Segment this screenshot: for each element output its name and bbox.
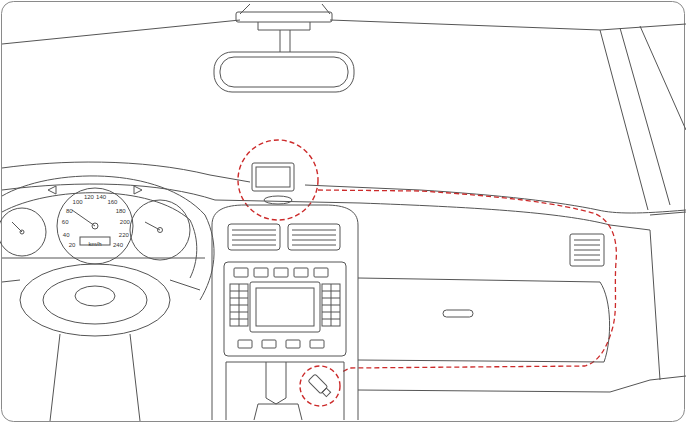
gear-lever — [266, 362, 286, 404]
button — [234, 268, 248, 277]
mirror-stem — [258, 22, 310, 52]
charger-highlight — [300, 366, 340, 406]
rear-view-mirror — [214, 52, 354, 92]
fuel-gauge — [0, 208, 46, 256]
keypad-grid — [230, 284, 248, 326]
display-screen — [256, 288, 314, 326]
tachometer-needle — [145, 222, 160, 230]
button — [294, 268, 308, 277]
door-edge — [650, 230, 660, 380]
horn-badge — [75, 286, 115, 306]
button — [254, 268, 268, 277]
cluster-base — [2, 258, 205, 259]
gauge-scale-label: 180 — [116, 208, 126, 214]
keypad — [322, 284, 340, 326]
steering-hub — [20, 264, 170, 336]
head-unit — [224, 262, 346, 356]
vent-slats — [574, 240, 600, 260]
console-lower — [226, 362, 344, 420]
tachometer — [130, 200, 190, 260]
keypad — [230, 284, 248, 326]
gauge-scale-label: 120 — [84, 194, 94, 200]
steering-rim-outer — [2, 176, 214, 300]
gauge-scale-label: 100 — [73, 199, 83, 205]
gauge-scale-label: 40 — [63, 232, 70, 238]
air-vent — [288, 224, 340, 250]
a-pillar — [600, 26, 686, 210]
keypad-grid — [322, 284, 340, 326]
button — [314, 268, 328, 277]
gauge-scale-label: 220 — [119, 232, 129, 238]
dashboard-top — [2, 162, 686, 213]
button — [286, 340, 300, 348]
glove-box-handle — [443, 310, 473, 317]
car-charger — [308, 374, 332, 398]
speedometer — [57, 188, 133, 264]
gear-boot — [254, 404, 302, 420]
speedometer-needle — [72, 210, 95, 226]
dash-cam-mount — [264, 196, 292, 204]
gauge-scale-label: 200 — [120, 219, 130, 225]
center-console — [212, 205, 358, 420]
button — [262, 340, 276, 348]
dash-cam — [252, 163, 294, 191]
steering-hub-inner — [43, 276, 147, 324]
gauge-scale-label: km/h — [88, 241, 101, 247]
headliner-edge — [2, 20, 686, 44]
air-vent — [228, 224, 280, 250]
dash-cam-screen — [256, 167, 290, 187]
gauge-scale-label: 160 — [107, 199, 117, 205]
cable-route — [318, 190, 616, 372]
steering-rim-inner — [2, 193, 197, 278]
gauge-scale-label: 80 — [66, 208, 73, 214]
turn-signal — [48, 186, 142, 194]
button — [238, 340, 252, 348]
gauge-scale-label: 60 — [62, 219, 69, 225]
dashboard-ledge — [2, 184, 650, 230]
mirror-mount — [236, 12, 332, 22]
steering-spokes — [2, 280, 200, 421]
glove-box — [358, 278, 610, 362]
side-vent — [570, 234, 604, 266]
camera-highlight — [238, 140, 318, 220]
button — [310, 340, 324, 348]
fuel-needle — [12, 222, 22, 232]
vent-slats — [232, 230, 336, 245]
gauge-scale-label: 20 — [69, 242, 76, 248]
display — [250, 282, 320, 332]
button — [274, 268, 288, 277]
gauge-scale-label: 140 — [96, 194, 106, 200]
gauge-scale-label: 240 — [113, 242, 123, 248]
rear-view-mirror-glass — [220, 57, 348, 87]
lower-dash — [358, 376, 686, 392]
